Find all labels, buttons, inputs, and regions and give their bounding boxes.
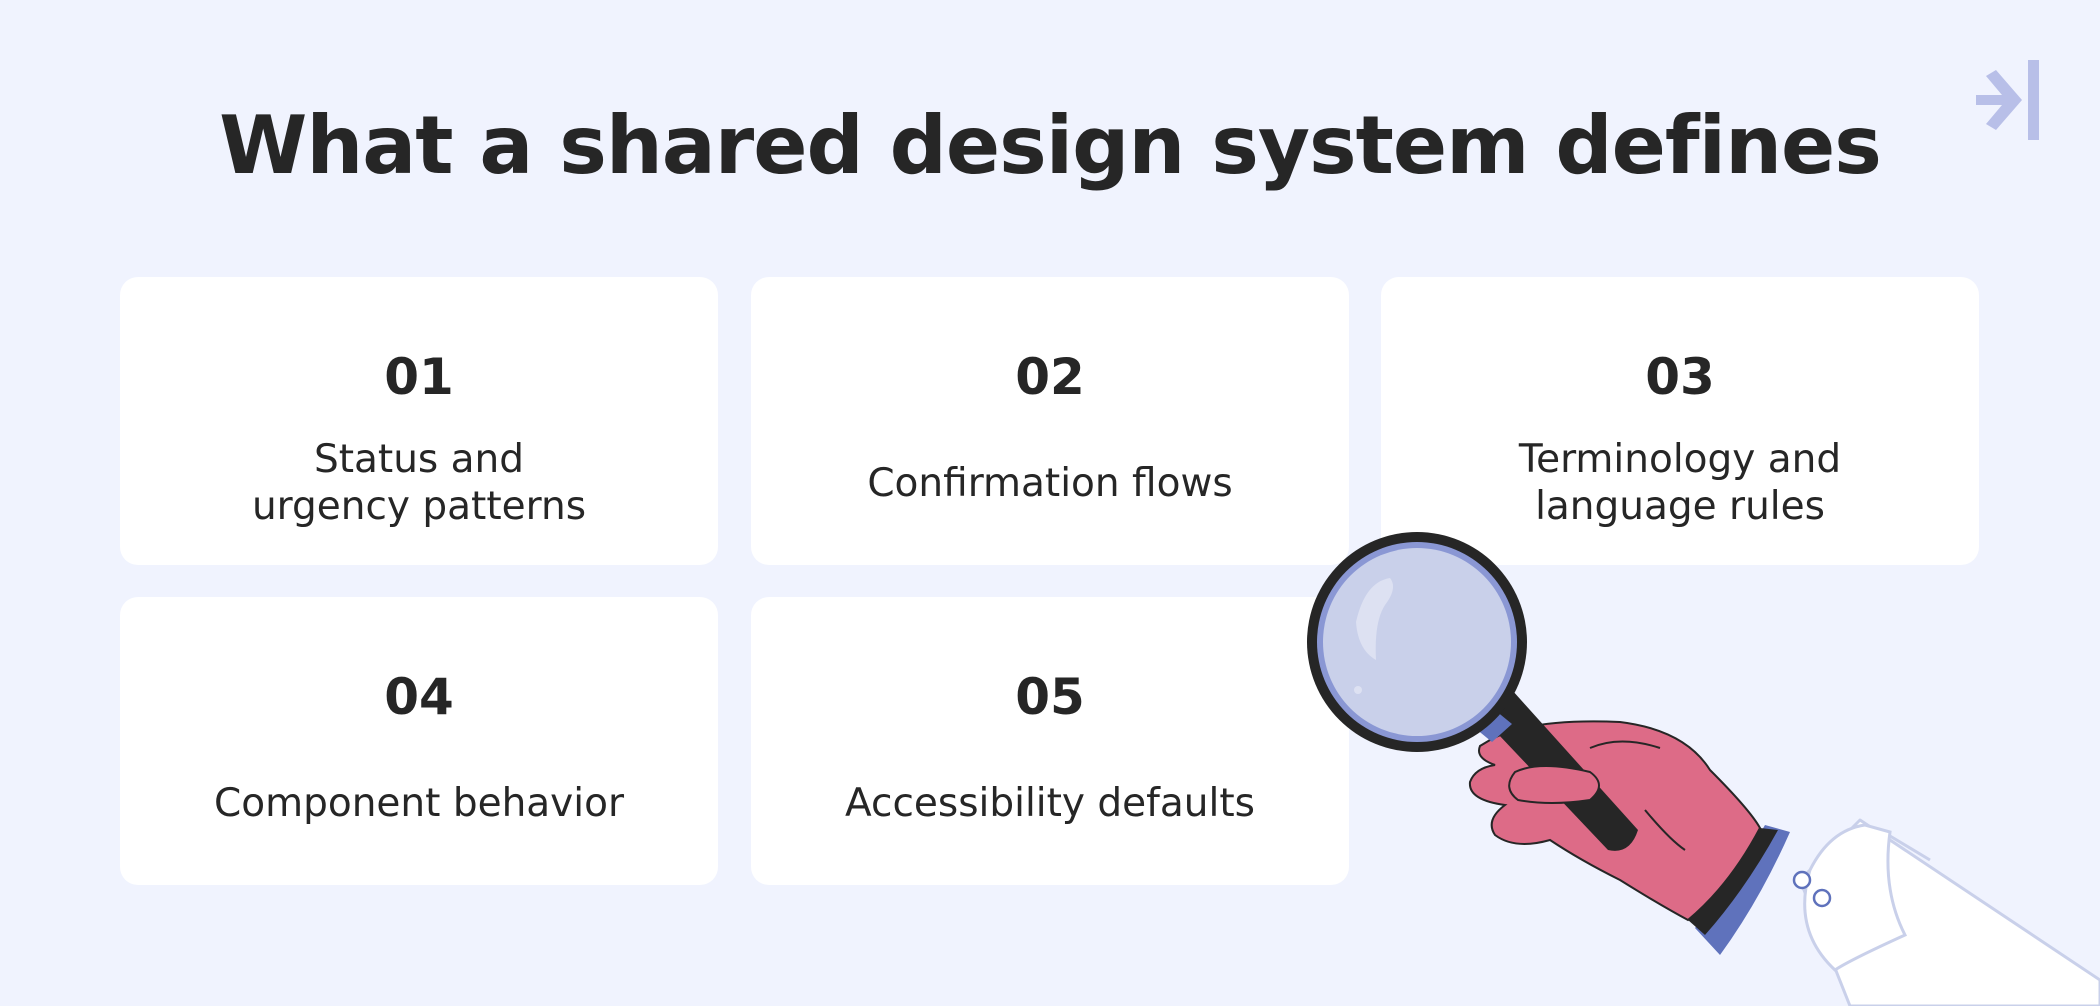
- card-02: 02 Confirmation flows: [751, 277, 1349, 565]
- card-04: 04 Component behavior: [120, 597, 718, 885]
- page-title: What a shared design system defines: [219, 99, 1882, 192]
- card-number: 01: [384, 348, 454, 406]
- card-number: 04: [384, 668, 454, 726]
- card-01: 01 Status and urgency patterns: [120, 277, 718, 565]
- card-number: 03: [1645, 348, 1715, 406]
- card-label: Component behavior: [214, 780, 624, 826]
- card-label: Status and urgency patterns: [251, 437, 587, 529]
- card-05: 05 Accessibility defaults: [751, 597, 1349, 885]
- card-label: Confirmation flows: [867, 460, 1233, 506]
- card-03: 03 Terminology and language rules: [1381, 277, 1979, 565]
- card-label: Accessibility defaults: [845, 780, 1255, 826]
- hand-holding-magnifying-glass-icon: [1307, 532, 2100, 1006]
- card-number: 02: [1015, 348, 1085, 406]
- card-label: Terminology and language rules: [1518, 437, 1842, 529]
- card-number: 05: [1015, 668, 1085, 726]
- arrow-to-bar-icon: [1976, 60, 2039, 140]
